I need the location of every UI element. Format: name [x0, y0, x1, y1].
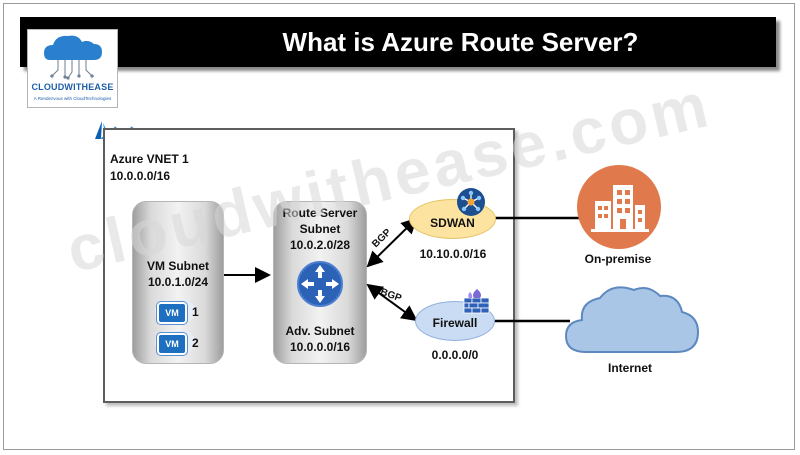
- logo-name: CLOUDWITHEASE: [31, 82, 114, 92]
- on-premise-label: On-premise: [584, 252, 652, 266]
- internet-label: Internet: [607, 361, 652, 375]
- adv-subnet-name: Adv. Subnet: [285, 324, 355, 338]
- firewall-icon: [461, 288, 493, 319]
- route-server-name: Route Server: [282, 206, 358, 220]
- arrow-bgp-sdwan: [366, 217, 418, 268]
- route-server-name-line2: Subnet: [299, 222, 341, 236]
- vm-icon: VM: [157, 302, 187, 324]
- logo-cloud-icon: [44, 35, 102, 80]
- router-icon: [296, 260, 344, 313]
- vnet-cidr: 10.0.0.0/16: [110, 169, 171, 183]
- route-server-cidr: 10.0.2.0/28: [289, 238, 351, 252]
- arrow-bgp-firewall: [366, 283, 418, 322]
- vm-subnet-name: VM Subnet: [147, 259, 209, 273]
- vm-subnet-cidr: 10.0.1.0/24: [147, 275, 209, 289]
- vnet-name: Azure VNET 1: [110, 152, 189, 166]
- firewall-name: Firewall: [432, 316, 478, 330]
- building-icon: [575, 163, 663, 256]
- internet-cloud-icon: [562, 282, 702, 363]
- page-title: What is Azure Route Server?: [282, 27, 639, 57]
- adv-subnet-cidr: 10.0.0.0/16: [289, 340, 351, 354]
- sdwan-name: SDWAN: [430, 216, 475, 230]
- sdwan-hub-icon: [456, 187, 486, 222]
- vm-number: 2: [192, 336, 199, 350]
- vm-subnet-box: [132, 201, 224, 364]
- brand-logo: CLOUDWITHEASE A Rendezvous with CloudTec…: [27, 29, 118, 108]
- sdwan-cidr: 10.10.0.0/16: [419, 247, 487, 261]
- vm-icon: VM: [157, 333, 187, 355]
- firewall-cidr: 0.0.0.0/0: [431, 348, 479, 362]
- vm-number: 1: [192, 305, 199, 319]
- title-bar: What is Azure Route Server?: [20, 17, 776, 67]
- logo-tagline: A Rendezvous with CloudTechnologies: [33, 96, 112, 101]
